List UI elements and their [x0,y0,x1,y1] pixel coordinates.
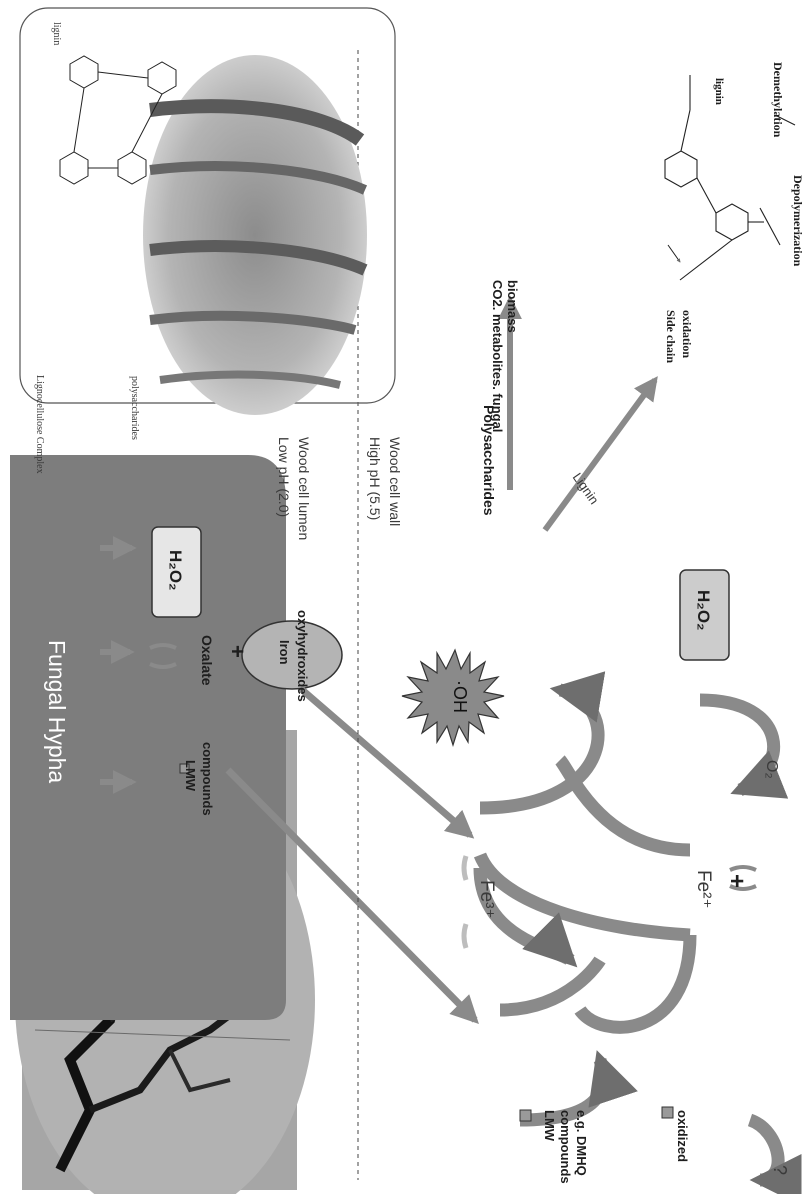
chem-lignin-label: lignin [713,78,725,105]
lmw-dmhq-label-1: LMW [542,1110,557,1141]
high-ph-label: High pH (5.5) [367,437,383,520]
inset-complex-label: Lignocellulose Complex [34,375,45,474]
lmw-dmhq-label-2: compounds [558,1110,573,1184]
lmw-top-label-1: LMW [183,760,198,791]
co2-label-2: biomass [505,280,520,333]
side-chain-label-1: Side chain [663,310,678,363]
redox-cycle [480,690,778,1180]
oxidized-label: oxidized [675,1110,690,1162]
h2o2-label-top: H₂O₂ [165,550,185,591]
inset-lignin-label: lignin [51,22,62,45]
question-mark: ? [769,1165,790,1175]
arrow-side-chain [668,245,680,262]
side-chain-label-2: oxidation [679,310,694,358]
lmw-dmhq-label-3: e.g. DMHQ [574,1110,589,1176]
fe3-ligand-icon [464,856,466,948]
cell-wall-label: Wood cell wall [387,437,403,526]
o2-label: O₂ [762,760,780,779]
oxalate-label: Oxalate [199,635,215,686]
demethylation-label: Demethylation [770,62,785,137]
low-ph-label: Low pH (2.0) [276,437,292,517]
micrograph [143,55,367,415]
lumen-label: Wood cell lumen [296,437,312,540]
fe2-label: Fe²⁺ [692,870,715,909]
fe3-label: Fe³⁺ [475,880,498,919]
arrow-lignin [545,380,655,530]
iron-label-2: oxyhydroxides [295,610,310,702]
hypha-label: Fungal Hypha [43,640,70,783]
inset-polysaccharides-label: polysaccharides [129,376,140,440]
fe2-plus: + [722,874,750,888]
co2-label-1: CO2. metabolites. fungal [490,280,505,432]
lmw-square-oxidized [662,1107,673,1118]
depolymerization-label: Depolymerization [790,175,805,266]
iron-label-1: Iron [277,640,292,665]
hydroxyl-label: ·OH [449,680,470,713]
iron-ellipse [242,621,342,689]
oxalate-plus: + [224,645,250,658]
lmw-top-label-2: compounds [200,742,215,816]
h2o2-label-bottom: H₂O₂ [693,590,713,631]
lmw-square-dmhq [520,1110,531,1121]
